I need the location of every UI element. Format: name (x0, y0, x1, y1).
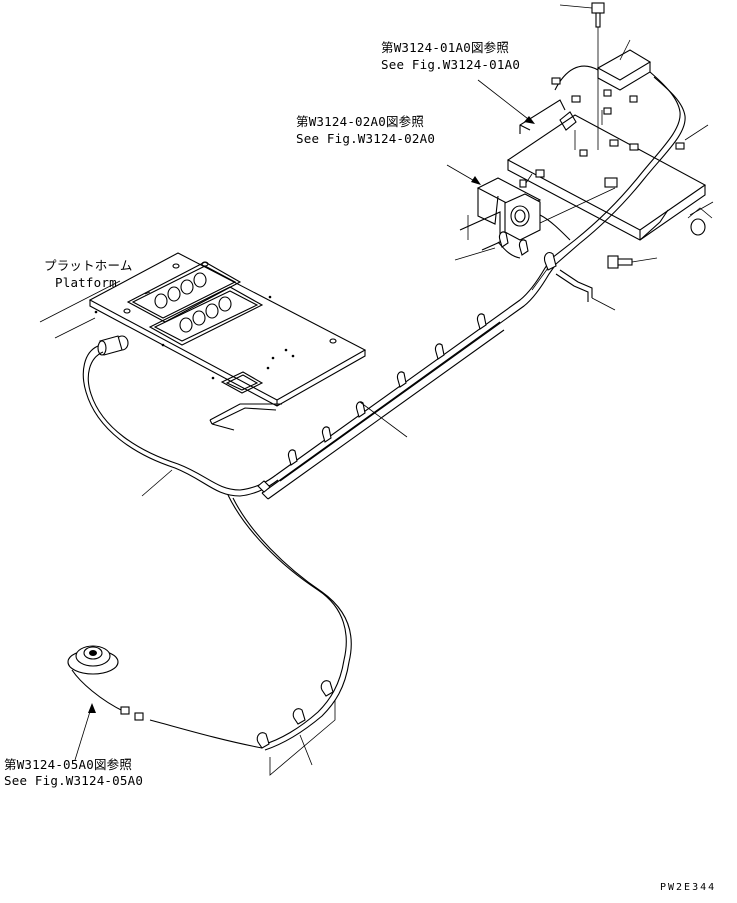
platform-plate (39, 252, 367, 431)
fig05-ref-jp: 第W3124-05A0図参照 (4, 757, 133, 772)
fig05-ref-en: See Fig.W3124-05A0 (4, 773, 144, 788)
platform-label-jp: プラットホーム (44, 258, 133, 273)
fig01-ref-en: See Fig.W3124-01A0 (381, 57, 521, 72)
drawing-code: PW2E344 (660, 882, 717, 893)
fig02-ref-jp: 第W3124-02A0図参照 (296, 114, 425, 129)
harness-clamp-rail (257, 257, 557, 500)
platform-cable (82, 335, 279, 497)
beacon-cable (67, 494, 352, 776)
fig02-ref-en: See Fig.W3124-02A0 (296, 131, 436, 146)
clamp-and-bolt (531, 252, 658, 311)
cab-bracket-assembly (477, 2, 714, 265)
platform-label-en: Platform (55, 275, 117, 290)
fig01-ref-jp: 第W3124-01A0図参照 (381, 40, 510, 55)
switch-bracket (446, 164, 616, 261)
